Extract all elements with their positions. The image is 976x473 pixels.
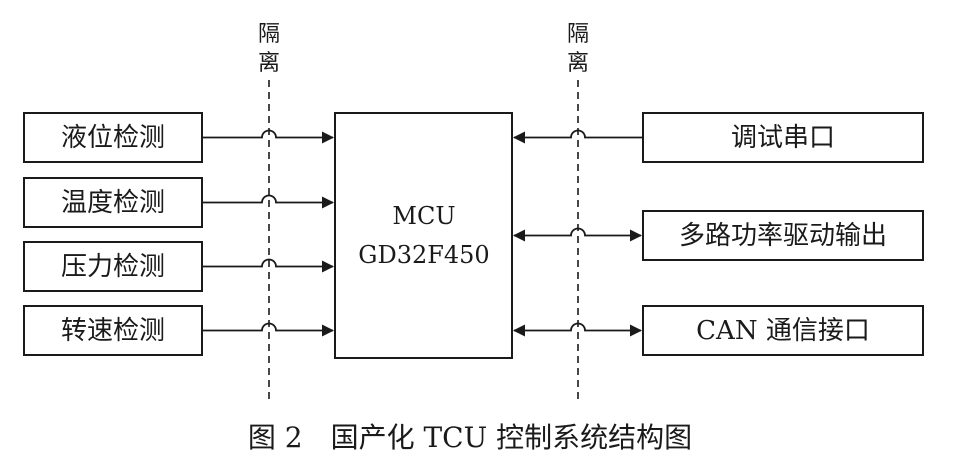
mcu-name: MCU (392, 202, 455, 230)
mcu-box (334, 112, 513, 359)
isolation-label-right-bottom: 离 (567, 51, 589, 76)
figure-caption: 图 2 国产化 TCU 控制系统结构图 (248, 421, 692, 454)
arrow-level-to-mcu (202, 129, 334, 144)
isolation-label-left-bottom: 离 (258, 51, 280, 76)
output-box-power-drive (642, 210, 924, 261)
arrow-mcu-can-bidirectional (513, 322, 642, 337)
arrow-speed-to-mcu (202, 322, 334, 337)
mcu-model: GD32F450 (358, 241, 489, 269)
output-label-debug-serial: 调试串口 (731, 123, 835, 153)
isolation-label-right-top: 隔 (567, 22, 589, 47)
output-box-debug-serial (642, 112, 924, 163)
output-label-can: CAN 通信接口 (696, 316, 870, 346)
output-label-power-drive: 多路功率驱动输出 (679, 221, 887, 251)
arrow-debug-serial-to-mcu (513, 129, 643, 144)
input-label-temperature: 温度检测 (61, 188, 165, 218)
input-box-pressure (23, 241, 203, 292)
input-label-speed: 转速检测 (61, 316, 165, 346)
input-label-pressure: 压力检测 (61, 252, 165, 282)
arrow-mcu-power-drive-bidirectional (513, 227, 642, 242)
arrow-pressure-to-mcu (202, 258, 334, 273)
output-box-can (642, 305, 924, 356)
input-box-temperature (23, 177, 203, 228)
input-label-level: 液位检测 (61, 123, 165, 153)
input-box-speed (23, 305, 203, 356)
arrow-temperature-to-mcu (202, 194, 334, 209)
isolation-label-left-top: 隔 (258, 22, 280, 47)
